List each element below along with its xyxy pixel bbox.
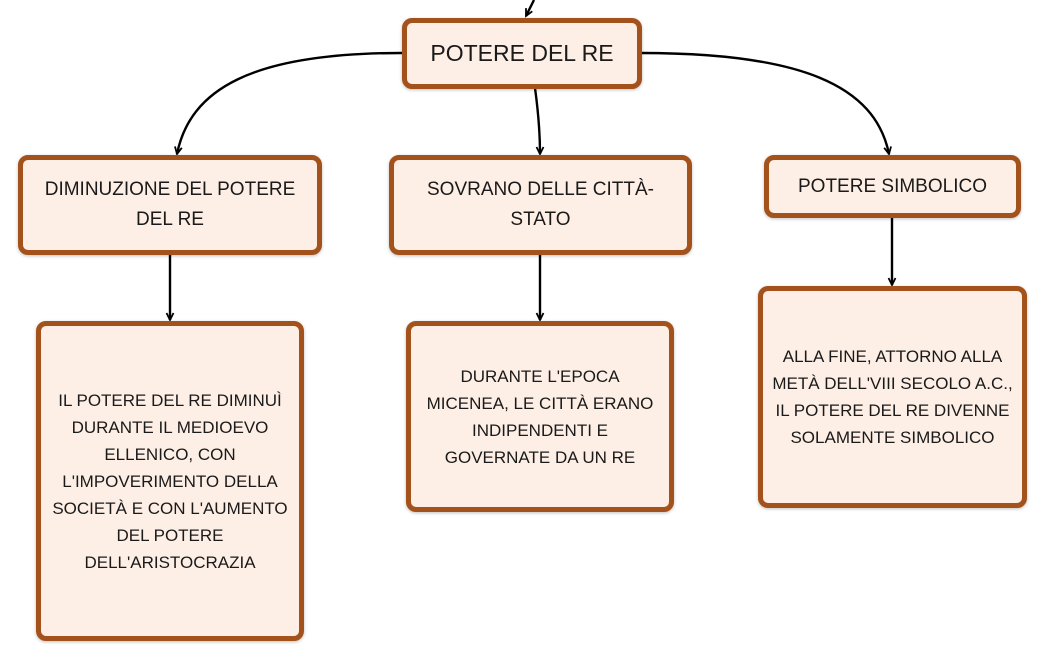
branch-node-1[interactable]: DIMINUZIONE DEL POTERE DEL RE	[18, 155, 322, 255]
detail-node-2[interactable]: DURANTE L'EPOCA MICENEA, LE CITTÀ ERANO …	[406, 321, 674, 512]
edge-root-to-branch-1	[177, 51, 403, 154]
detail-node-2-text: DURANTE L'EPOCA MICENEA, LE CITTÀ ERANO …	[426, 366, 654, 467]
detail-node-1-text: IL POTERE DEL RE DIMINUÌ DURANTE IL MEDI…	[52, 390, 288, 572]
detail-node-3-text: ALLA FINE, ATTORNO ALLA METÀ DELL'VIII S…	[772, 347, 1013, 447]
branch-node-1-label: DIMINUZIONE DEL POTERE DEL RE	[44, 179, 296, 230]
root-node[interactable]: POTERE DEL RE	[402, 18, 642, 89]
branch-node-2[interactable]: SOVRANO DELLE CITTÀ-STATO	[389, 155, 692, 255]
edge-root-to-branch-3	[640, 51, 889, 154]
root-node-label: POTERE DEL RE	[430, 40, 614, 66]
branch-node-3-label: POTERE SIMBOLICO	[798, 175, 987, 197]
branch-node-2-label: SOVRANO DELLE CITTÀ-STATO	[427, 179, 654, 230]
detail-node-1[interactable]: IL POTERE DEL RE DIMINUÌ DURANTE IL MEDI…	[36, 321, 304, 641]
branch-node-3[interactable]: POTERE SIMBOLICO	[764, 155, 1021, 218]
incoming-edge	[524, 0, 536, 16]
detail-node-3[interactable]: ALLA FINE, ATTORNO ALLA METÀ DELL'VIII S…	[758, 286, 1027, 508]
edge-root-to-branch-2	[533, 87, 540, 154]
